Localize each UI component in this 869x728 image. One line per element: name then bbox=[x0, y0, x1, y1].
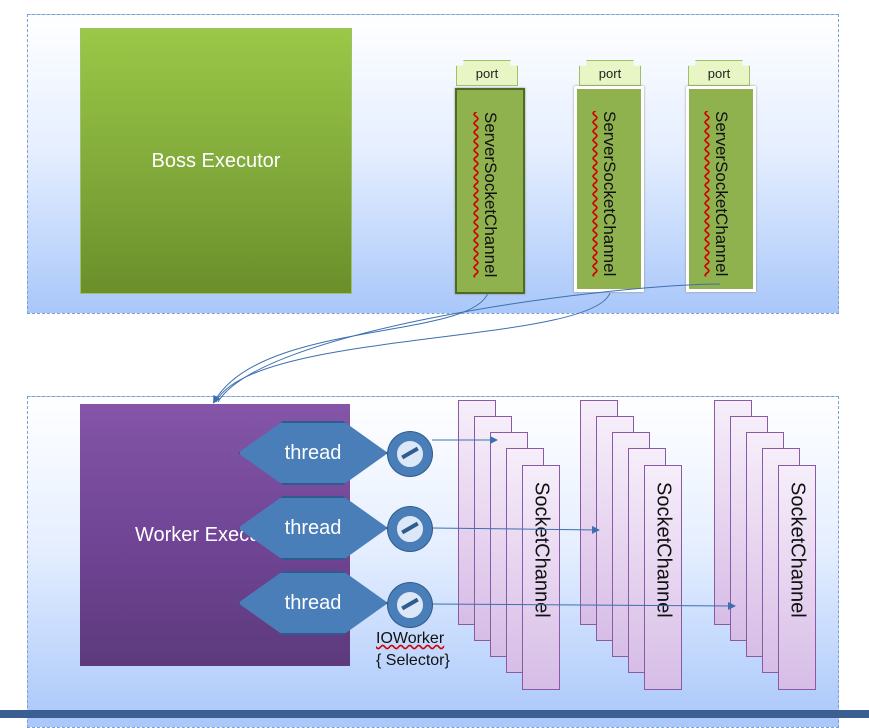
ioworker-selector: { Selector} bbox=[376, 652, 450, 669]
port-tab: port bbox=[579, 60, 641, 86]
socket-channel: SocketChannel bbox=[522, 465, 560, 690]
socket-channel-label: SocketChannel bbox=[786, 482, 809, 618]
thread-label: thread bbox=[284, 441, 342, 464]
bottom-bar bbox=[0, 710, 869, 718]
thread-label: thread bbox=[284, 591, 342, 614]
socket-channel: SocketChannel bbox=[644, 465, 682, 690]
connector-curve bbox=[215, 292, 611, 403]
boss-executor-label: Boss Executor bbox=[151, 149, 281, 172]
port-tab: port bbox=[688, 60, 750, 86]
server-socket-channel-label: ServerSocketChannel bbox=[600, 111, 619, 277]
connector-curve bbox=[217, 283, 721, 403]
connector-arrow bbox=[431, 525, 600, 534]
ioworker-label: IOWorker { Selector} bbox=[376, 628, 450, 672]
connector-curve bbox=[213, 292, 489, 404]
selector-ring-icon bbox=[388, 583, 432, 627]
server-socket-channel: ServerSocketChannel bbox=[686, 86, 756, 292]
server-socket-channel-label: ServerSocketChannel bbox=[712, 111, 731, 277]
selector-ring-icon bbox=[388, 432, 432, 476]
socket-channel: SocketChannel bbox=[778, 465, 816, 690]
server-socket-channel: ServerSocketChannel bbox=[574, 86, 644, 292]
server-socket-channel: ServerSocketChannel bbox=[455, 88, 525, 294]
thread-label: thread bbox=[284, 516, 342, 539]
server-socket-channel-label: ServerSocketChannel bbox=[481, 112, 500, 278]
socket-channel-label: SocketChannel bbox=[530, 482, 553, 618]
connector-arrow bbox=[431, 601, 736, 610]
socket-channel-label: SocketChannel bbox=[652, 482, 675, 618]
selector-ring-icon bbox=[388, 507, 432, 551]
boss-executor: Boss Executor bbox=[80, 28, 352, 294]
port-tab: port bbox=[456, 60, 518, 86]
ioworker-name: IOWorker bbox=[376, 630, 445, 647]
worker-executor-label: Worker Execu bbox=[135, 523, 261, 546]
